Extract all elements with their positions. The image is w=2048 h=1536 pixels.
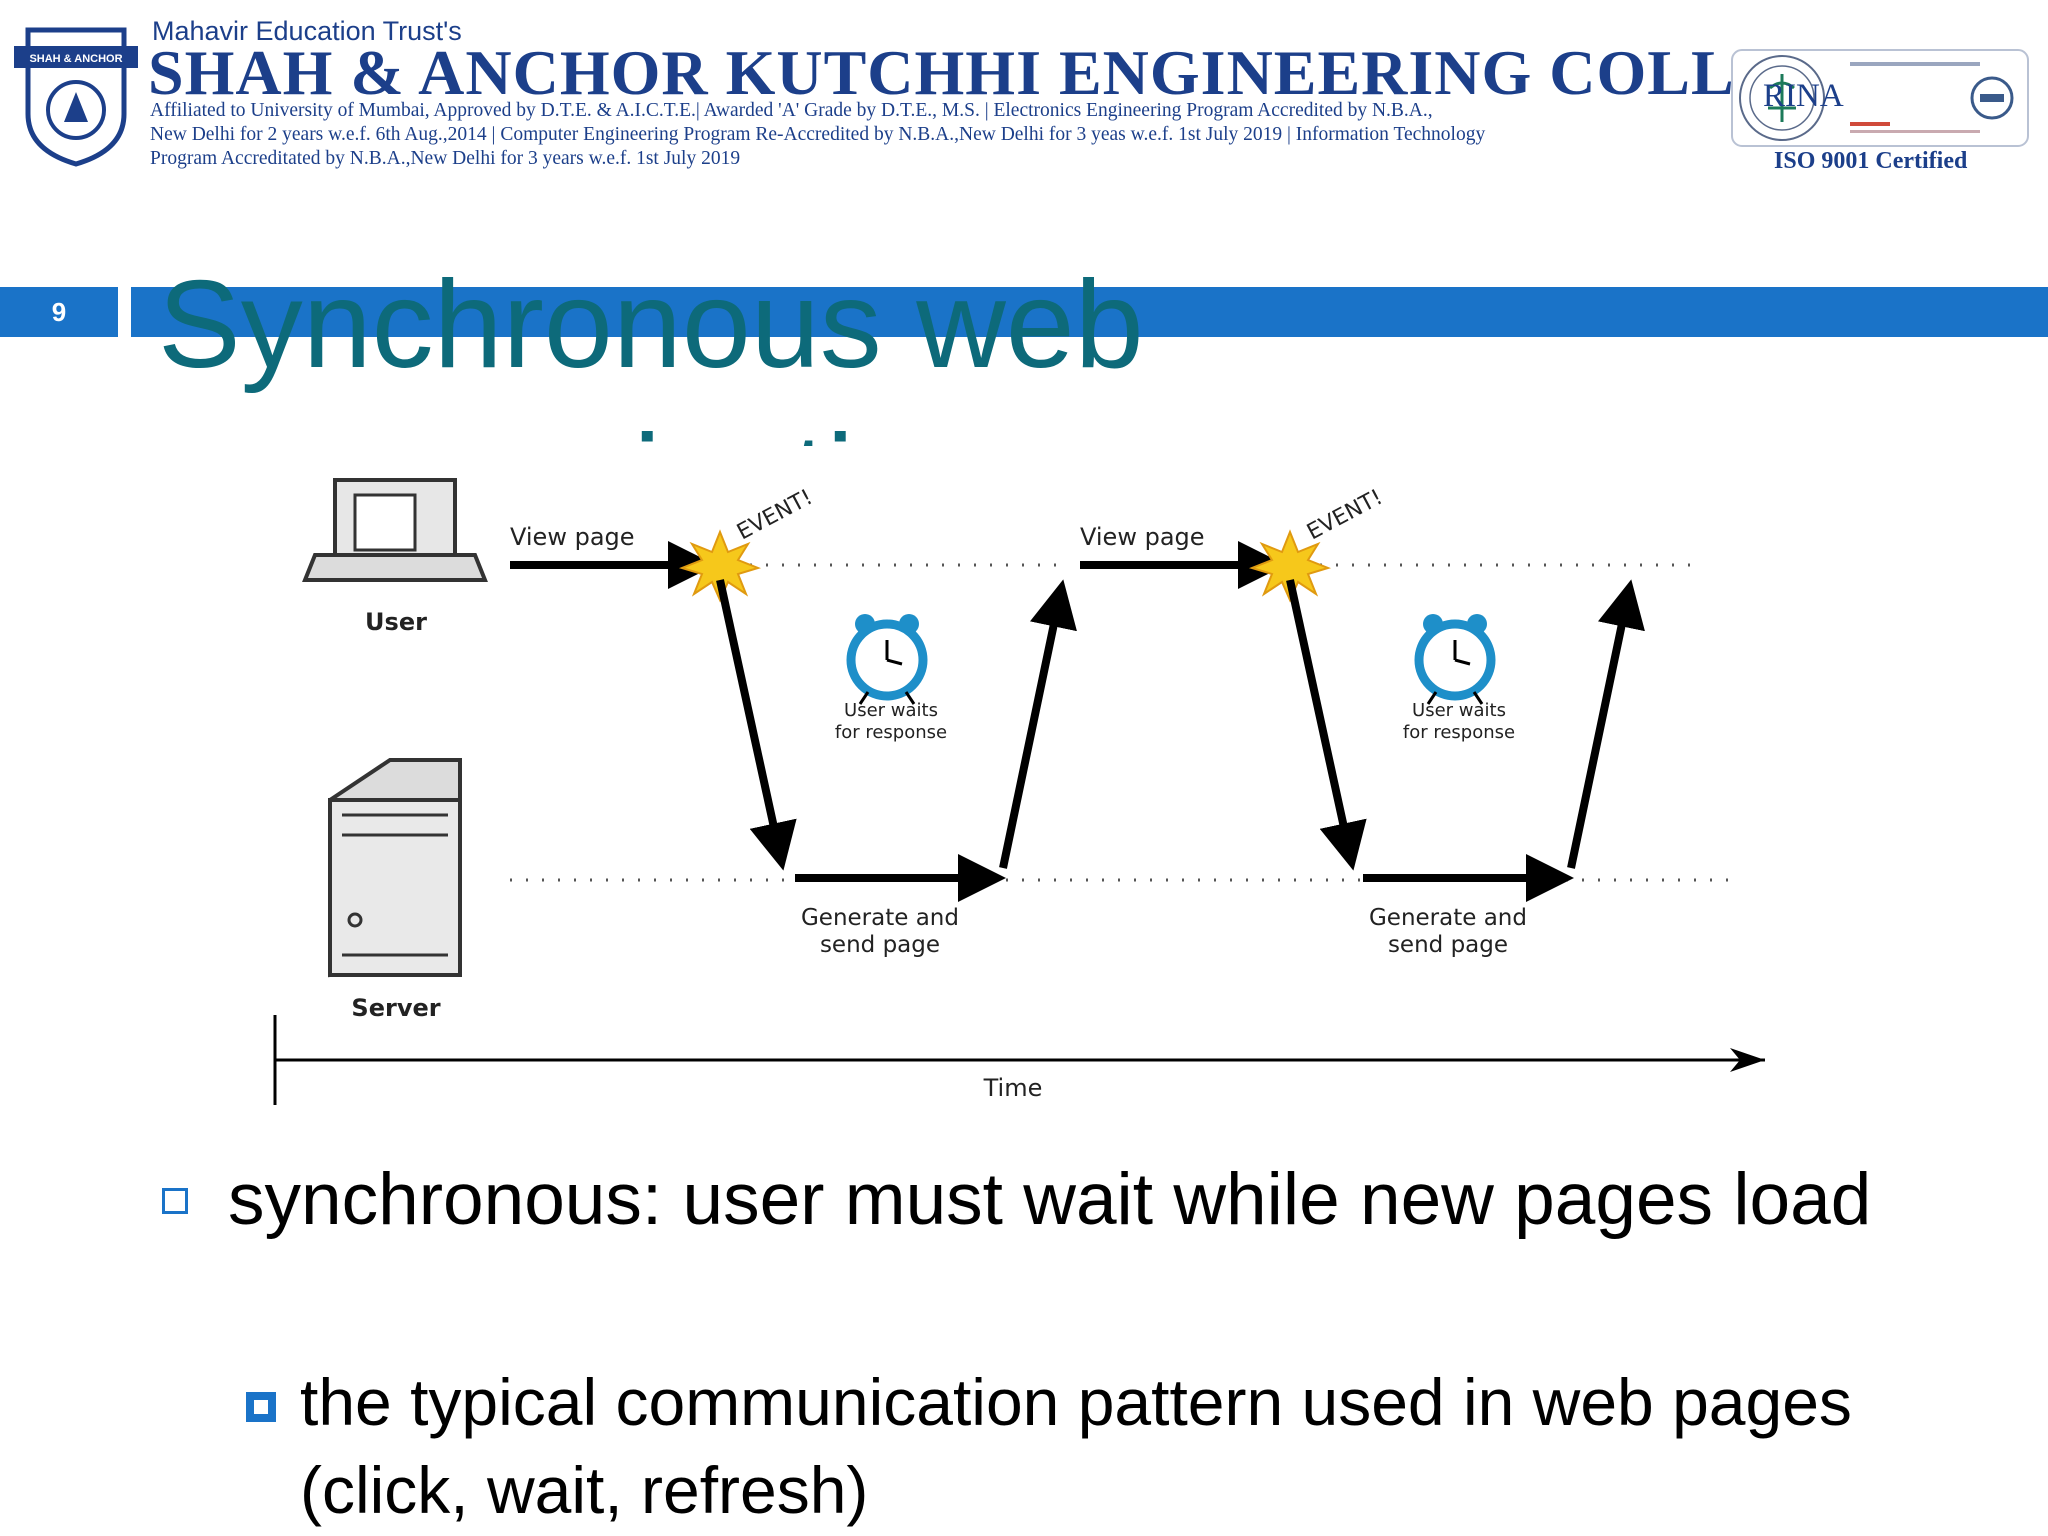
affiliation-line-3: Program Accreditated by N.B.A.,New Delhi…: [150, 148, 741, 169]
generate-line2-2: send page: [1388, 932, 1508, 958]
svg-text:SHAH & ANCHOR: SHAH & ANCHOR: [29, 53, 122, 65]
slide-number: 9: [0, 287, 118, 337]
slide-title-line-1: Synchronous web: [158, 256, 1144, 394]
affiliation-line-2: New Delhi for 2 years w.e.f. 6th Aug.,20…: [150, 124, 1486, 145]
view-page-label-2: View page: [1080, 523, 1205, 551]
request-arrow-2: [1286, 579, 1367, 871]
sync-communication-diagram: User Server View page EVENT! User waits …: [273, 478, 1765, 1105]
iso-certified-label: ISO 9001 Certified: [1774, 148, 1968, 174]
event-label-2: EVENT!: [1303, 485, 1387, 545]
user-label: User: [365, 608, 427, 636]
server-icon: [328, 758, 462, 978]
rina-certification-badge: [1731, 49, 2029, 147]
affiliation-line-1: Affiliated to University of Mumbai, Appr…: [150, 100, 1433, 121]
event-burst-2: [1248, 529, 1332, 603]
title-bar: [131, 287, 2048, 337]
user-waits-line2-2: for response: [1403, 722, 1515, 743]
alarm-clock-icon-2: [1414, 614, 1496, 705]
college-header: SHAH & ANCHOR Mahavir Education Trust's …: [0, 0, 2048, 190]
bullet-sub-text: the typical communication pattern used i…: [300, 1365, 1852, 1527]
bullet-sub-square-icon: [246, 1392, 276, 1422]
response-arrow-1: [999, 579, 1077, 869]
generate-line2-1: send page: [820, 932, 940, 958]
time-label: Time: [983, 1074, 1043, 1102]
server-label: Server: [351, 994, 440, 1022]
user-computer-icon: [302, 478, 488, 582]
alarm-clock-icon-1: [846, 614, 928, 705]
bullet-main-text: synchronous: user must wait while new pa…: [228, 1159, 1872, 1240]
college-name: SHAH & ANCHOR KUTCHHI ENGINEERING COLLEG…: [148, 37, 1873, 108]
view-page-label-1: View page: [510, 523, 635, 551]
user-waits-line1-1: User waits: [844, 700, 938, 721]
response-arrow-2: [1567, 579, 1645, 869]
time-axis-arrowhead: [1730, 1048, 1765, 1072]
trust-name: Mahavir Education Trust's: [152, 16, 462, 46]
college-shield-logo: SHAH & ANCHOR: [14, 27, 138, 167]
bullet-hollow-square-icon: [162, 1188, 188, 1214]
user-waits-line1-2: User waits: [1412, 700, 1506, 721]
event-label-1: EVENT!: [733, 485, 817, 545]
generate-line1-1: Generate and: [801, 905, 959, 931]
request-arrow-1: [716, 579, 797, 871]
user-waits-line2-1: for response: [835, 722, 947, 743]
generate-line1-2: Generate and: [1369, 905, 1527, 931]
rina-label: RINA: [1763, 78, 1844, 114]
event-burst-1: [678, 529, 762, 603]
